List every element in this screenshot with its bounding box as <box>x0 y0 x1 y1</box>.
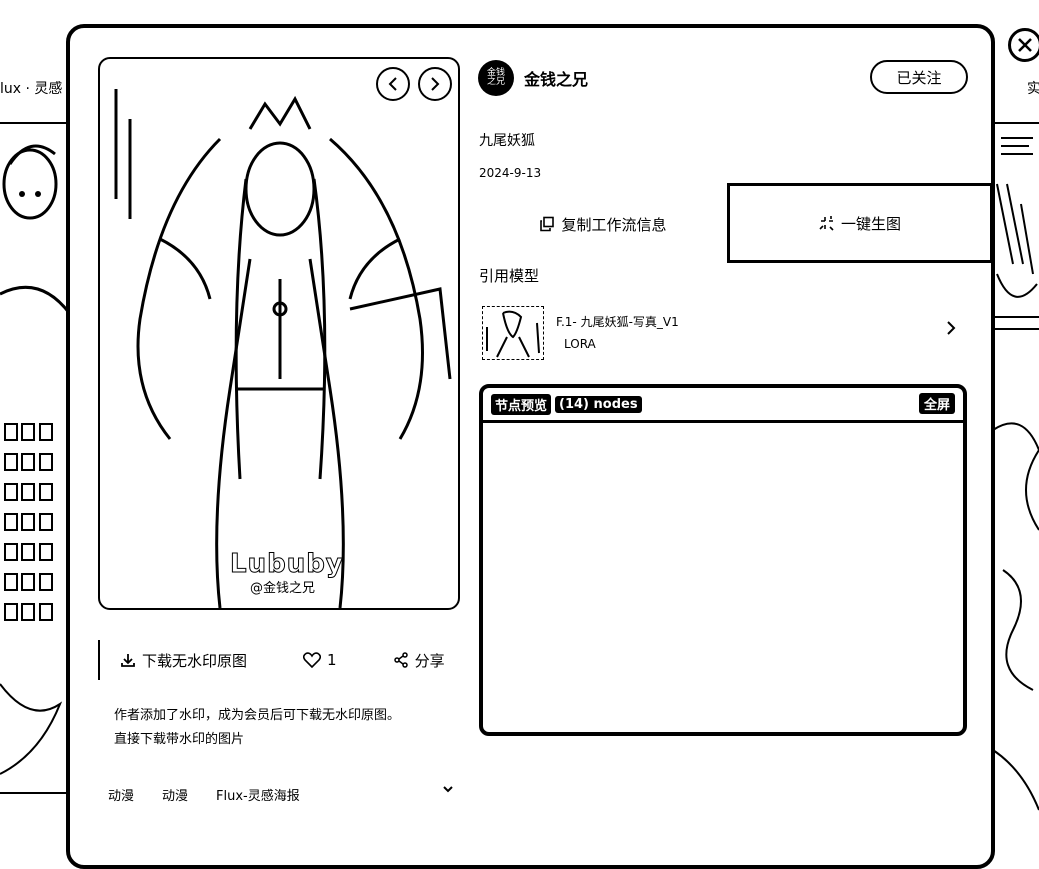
node-preview-header: 节点预览 (14) nodes <box>483 388 963 423</box>
background-illustration-left <box>0 144 70 775</box>
background-card-label-right: 实 <box>1027 81 1039 97</box>
artwork-illustration <box>114 89 452 608</box>
work-detail-modal: Lububy @金钱之兄 下载无水印原图 1 <box>66 24 995 869</box>
tag-item[interactable]: 动漫 <box>108 789 135 804</box>
tag-item[interactable]: Flux-灵感海报 <box>216 789 300 804</box>
background-card-left[interactable] <box>0 122 70 794</box>
share-button[interactable]: 分享 <box>393 650 445 671</box>
next-image-button[interactable] <box>418 67 452 101</box>
node-count: (14) nodes <box>555 395 642 413</box>
prev-image-button[interactable] <box>376 67 410 101</box>
avatar-text: 金钱之兄 <box>486 68 505 87</box>
share-label: 分享 <box>414 651 445 670</box>
model-item[interactable]: F.1- 九尾妖狐-写真_V1 LORA <box>482 304 956 362</box>
image-action-bar: 下载无水印原图 1 分享 <box>98 640 450 680</box>
author-header: 金钱之兄 金钱之兄 已关注 <box>478 56 968 100</box>
model-thumbnail <box>482 306 544 360</box>
node-preview-panel[interactable]: 节点预览 (14) nodes 全屏 <box>479 384 967 736</box>
sparkle-icon <box>819 216 834 231</box>
model-name: F.1- 九尾妖狐-写真_V1 <box>556 315 679 329</box>
like-count: 1 <box>327 651 337 669</box>
notice-line-1: 作者添加了水印，成为会员后可下载无水印原图。 <box>114 708 401 723</box>
work-date: 2024-9-13 <box>479 166 542 180</box>
background-cards-right[interactable] <box>993 122 1039 856</box>
background-card-label-left: lux · 灵感 <box>0 81 63 97</box>
download-label: 下载无水印原图 <box>142 651 248 670</box>
notice-line-2[interactable]: 直接下载带水印的图片 <box>114 732 245 747</box>
follow-button[interactable]: 已关注 <box>870 60 968 94</box>
like-button[interactable]: 1 <box>303 651 337 669</box>
expand-tags-button[interactable] <box>442 783 454 799</box>
generate-label: 一键生图 <box>840 214 901 233</box>
artwork-image[interactable]: Lububy @金钱之兄 <box>98 57 460 610</box>
tag-item[interactable]: 动漫 <box>162 789 189 804</box>
model-type: LORA <box>564 337 596 351</box>
node-preview-label: 节点预览 <box>491 393 552 415</box>
background-illustration-right-bottom <box>993 422 1039 811</box>
chevron-right-icon <box>946 320 956 339</box>
watermark-notice: 作者添加了水印，成为会员后可下载无水印原图。 直接下载带水印的图片 <box>114 704 400 752</box>
chevron-left-icon <box>388 77 397 91</box>
fullscreen-button[interactable]: 全屏 <box>918 393 955 414</box>
avatar[interactable]: 金钱之兄 <box>478 60 514 96</box>
copy-icon <box>540 216 555 232</box>
download-icon <box>121 654 135 667</box>
copy-workflow-button[interactable]: 复制工作流信息 <box>479 185 727 263</box>
chevron-down-icon <box>443 786 453 793</box>
background-card-right-top[interactable] <box>993 122 1039 318</box>
close-icon[interactable] <box>1008 28 1039 62</box>
background-card-right-bottom[interactable] <box>993 328 1039 856</box>
chevron-right-icon <box>431 77 440 91</box>
copy-workflow-label: 复制工作流信息 <box>561 215 667 234</box>
referenced-models-title: 引用模型 <box>479 267 540 285</box>
tag-list: 动漫 动漫 Flux-灵感海报 <box>108 785 454 804</box>
author-name[interactable]: 金钱之兄 <box>524 70 589 89</box>
watermark-logo: Lububy <box>230 549 344 580</box>
work-title: 九尾妖狐 <box>479 133 535 149</box>
share-icon <box>393 652 408 668</box>
background-illustration-right-top <box>996 137 1038 298</box>
watermark-author: @金钱之兄 <box>250 581 316 596</box>
download-button[interactable]: 下载无水印原图 <box>120 650 247 671</box>
generate-button[interactable]: 一键生图 <box>727 183 991 263</box>
heart-icon <box>303 652 322 668</box>
